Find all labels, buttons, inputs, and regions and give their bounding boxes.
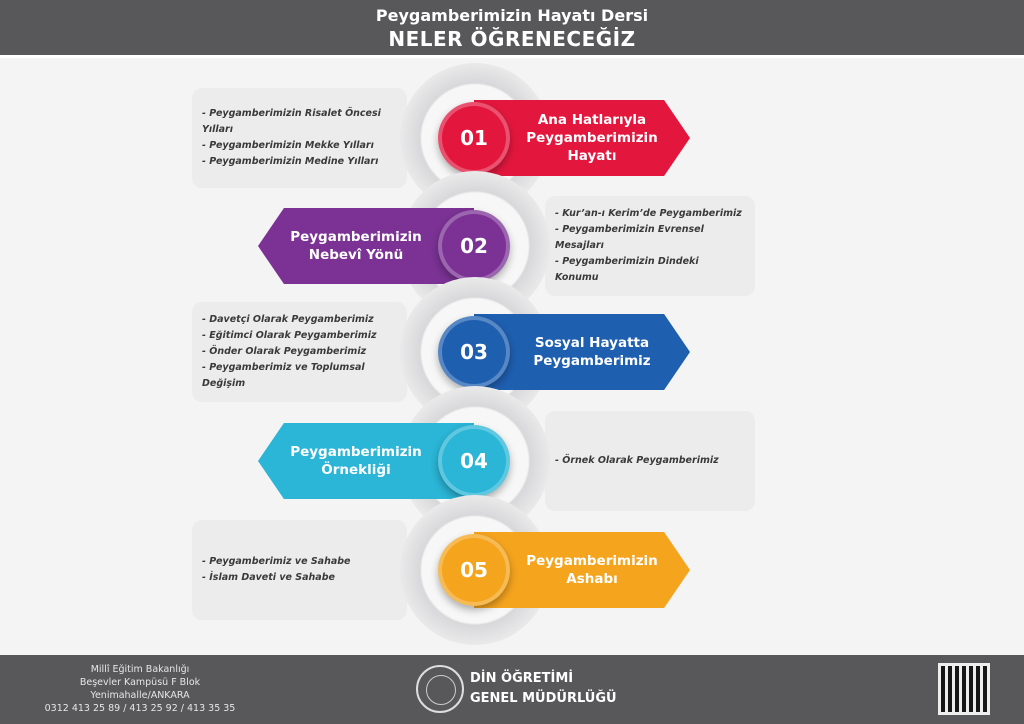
address: Millî Eğitim Bakanlığı Beşevler Kampüsü …: [40, 663, 240, 715]
subtitle: Peygamberimizin Hayatı Dersi: [375, 6, 649, 25]
topic-item: - İslam Daveti ve Sahabe: [202, 572, 335, 583]
topic-item: - Önder Olarak Peygamberimiz: [202, 346, 367, 357]
section-number: 02: [438, 210, 510, 282]
section-number: 01: [438, 102, 510, 174]
section-number: 05: [438, 534, 510, 606]
section-title: Peygamberimizin Örnekliği: [290, 444, 422, 478]
qr-code-icon[interactable]: [938, 663, 990, 715]
org-line: DİN ÖĞRETİMİ: [470, 671, 574, 686]
topic-list: - Örnek Olarak Peygamberimiz: [545, 411, 755, 511]
section-title: Sosyal Hayatta Peygamberimiz: [533, 335, 651, 369]
topic-item: - Örnek Olarak Peygamberimiz: [555, 455, 719, 466]
address-line: Yenimahalle/ANKARA: [90, 690, 190, 701]
section-ribbon: Sosyal Hayatta Peygamberimiz: [474, 314, 690, 390]
topic-item: - Peygamberimizin Mekke Yılları: [202, 140, 374, 151]
section-ribbon: Peygamberimizin Örnekliği: [258, 423, 474, 499]
topic-item: - Peygamberimizin Risalet Öncesi Yılları: [202, 108, 381, 135]
section-title: Ana Hatlarıyla Peygamberimizin Hayatı: [526, 112, 658, 164]
org-line: GENEL MÜDÜRLÜĞÜ: [470, 691, 617, 706]
organization-name: DİN ÖĞRETİMİ GENEL MÜDÜRLÜĞÜ: [470, 669, 617, 709]
topic-item: - Peygamberimiz ve Sahabe: [202, 556, 351, 567]
section-title: Peygamberimizin Nebevî Yönü: [290, 229, 422, 263]
phone-numbers: 0312 413 25 89 / 413 25 92 / 413 35 35: [44, 703, 236, 714]
section-number: 04: [438, 425, 510, 497]
topic-item: - Kur’an-ı Kerim’de Peygamberimiz: [555, 208, 742, 219]
topic-list: - Davetçi Olarak Peygamberimiz - Eğitimci…: [192, 302, 407, 402]
topic-list: - Kur’an-ı Kerim’de Peygamberimiz - Peyga…: [545, 196, 755, 296]
footer: Millî Eğitim Bakanlığı Beşevler Kampüsü …: [0, 655, 1024, 724]
topic-item: - Eğitimci Olarak Peygamberimiz: [202, 330, 377, 341]
address-line: Beşevler Kampüsü F Blok: [79, 677, 201, 688]
section-ribbon: Peygamberimizin Ashabı: [474, 532, 690, 608]
section-title: Peygamberimizin Ashabı: [526, 553, 658, 587]
address-line: Millî Eğitim Bakanlığı: [90, 664, 190, 675]
ministry-logo-icon: [416, 665, 464, 713]
topic-list: - Peygamberimiz ve Sahabe - İslam Daveti …: [192, 520, 407, 620]
page-title: NELER ÖĞRENECEĞİZ: [388, 27, 636, 51]
topic-item: - Peygamberimizin Dindeki Konumu: [555, 256, 699, 283]
topic-item: - Peygamberimizin Evrensel Mesajları: [555, 224, 704, 251]
topic-item: - Peygamberimizin Medine Yılları: [202, 156, 379, 167]
topic-item: - Davetçi Olarak Peygamberimiz: [202, 314, 374, 325]
header: Peygamberimizin Hayatı Dersi NELER ÖĞREN…: [0, 0, 1024, 58]
section-number: 03: [438, 316, 510, 388]
section-ribbon: Ana Hatlarıyla Peygamberimizin Hayatı: [474, 100, 690, 176]
topic-item: - Peygamberimiz ve Toplumsal Değişim: [202, 362, 365, 389]
topic-list: - Peygamberimizin Risalet Öncesi Yılları…: [192, 88, 407, 188]
